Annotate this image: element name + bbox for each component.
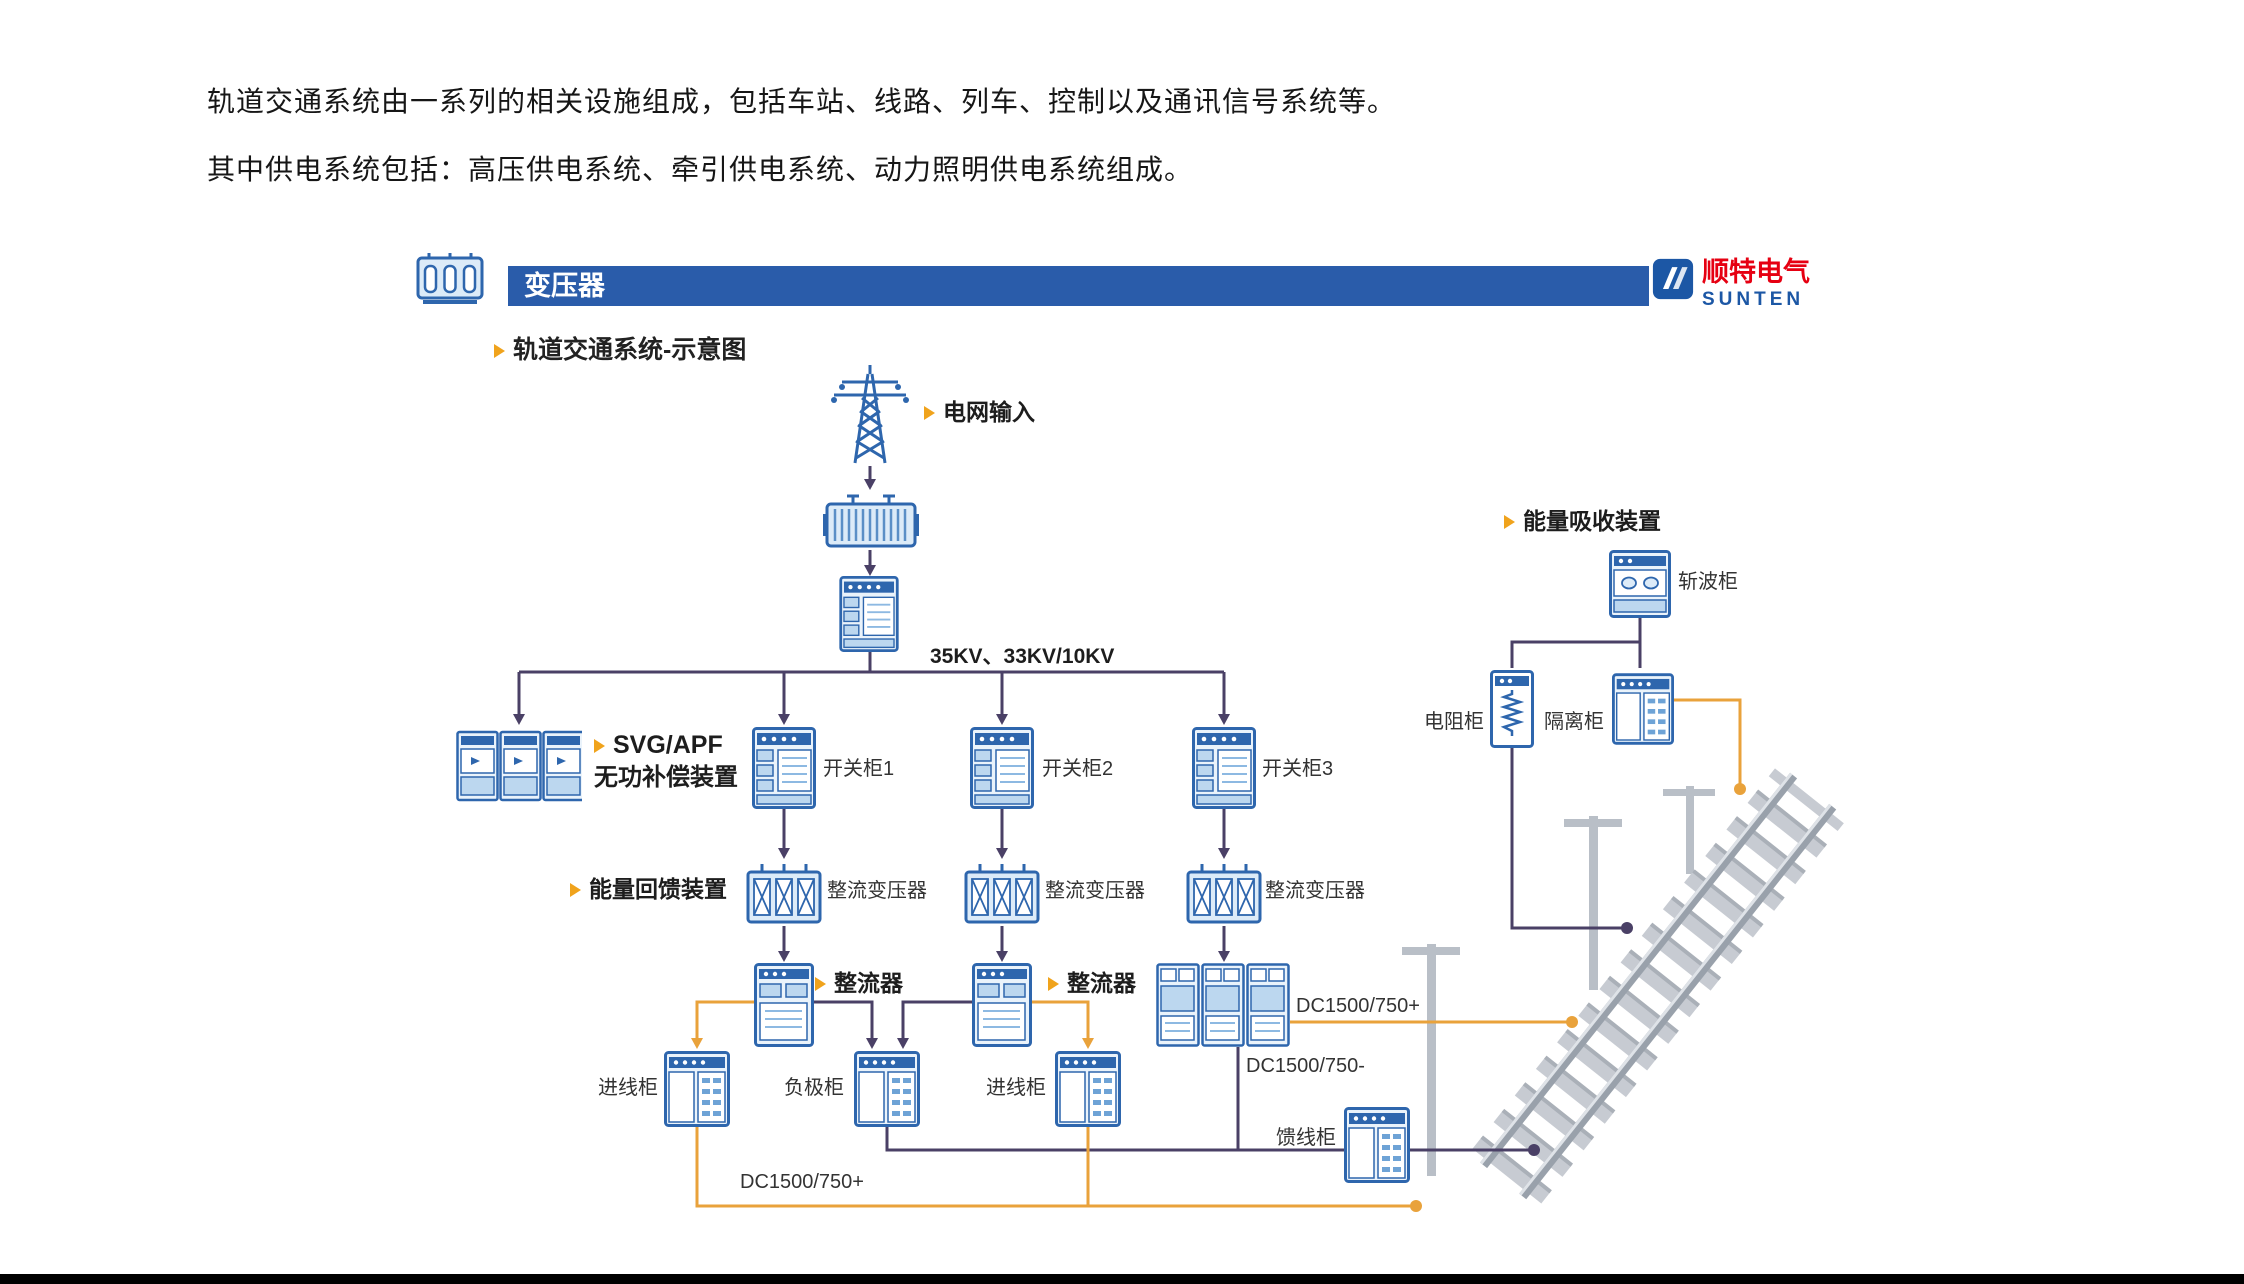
energy-absorb-text: 能量吸收装置 <box>1523 508 1661 534</box>
voltage-label: 35KV、33KV/10KV <box>930 645 1115 668</box>
switch-cabinet-3-label: 开关柜3 <box>1262 758 1334 780</box>
railway-track <box>1472 768 1844 1204</box>
svg-apf-text: SVG/APF <box>613 731 723 759</box>
rectifier-2-icon <box>972 963 1032 1047</box>
rectifier-1-icon <box>754 963 814 1047</box>
incoming-cabinet-1-icon <box>664 1051 730 1127</box>
intro-line-2: 其中供电系统包括：高压供电系统、牵引供电系统、动力照明供电系统组成。 <box>207 154 1194 185</box>
svg-apf-label: SVG/APF 无功补偿装置 <box>594 730 738 793</box>
catenary-poles <box>1402 786 1715 1176</box>
grid-input-label: 电网输入 <box>924 399 1035 427</box>
diagram-subtitle-text: 轨道交通系统-示意图 <box>513 336 747 364</box>
purple-arrowheads <box>513 479 1230 1049</box>
dc-plus-right-label: DC1500/750+ <box>1296 995 1420 1017</box>
main-transformer-icon <box>823 492 919 550</box>
incoming-cabinet-2-icon <box>1055 1051 1121 1127</box>
switch-cabinet-1-label: 开关柜1 <box>823 758 895 780</box>
dc-plus-bottom-label: DC1500/750+ <box>740 1171 864 1193</box>
energy-feedback-label: 能量回馈装置 <box>570 876 727 904</box>
chopper-cabinet-icon <box>1609 550 1671 618</box>
incoming-cabinet-2-label: 进线柜 <box>986 1077 1046 1099</box>
power-tower-icon <box>822 362 918 466</box>
arrow-marker-icon <box>1048 977 1059 991</box>
rectifier-transformer-3-label: 整流变压器 <box>1265 880 1365 902</box>
energy-absorb-label: 能量吸收装置 <box>1504 508 1661 536</box>
brand-name-cn: 顺特电气 <box>1702 257 1810 287</box>
rectifier-2-label: 整流器 <box>1048 970 1136 998</box>
intro-line-1: 轨道交通系统由一系列的相关设施组成，包括车站、线路、列车、控制以及通讯信号系统等… <box>207 86 1397 117</box>
incoming-cabinet-1-label: 进线柜 <box>598 1077 658 1099</box>
bottom-edge-bar <box>0 1274 2244 1284</box>
arrow-marker-icon <box>570 883 581 897</box>
isolation-cabinet-label: 隔离柜 <box>1544 711 1604 733</box>
resistor-cabinet-icon <box>1490 670 1534 748</box>
rectifier-2-text: 整流器 <box>1067 970 1136 996</box>
arrow-marker-icon <box>594 739 605 753</box>
switch-cabinet-3-icon <box>1192 727 1256 809</box>
chopper-cabinet-label: 斩波柜 <box>1678 571 1738 593</box>
rectifier-transformer-2-icon <box>964 860 1040 926</box>
negative-cabinet-label: 负极柜 <box>784 1077 844 1099</box>
switch-cabinet-1-icon <box>752 727 816 809</box>
svg-apf-sub-text: 无功补偿装置 <box>594 764 738 791</box>
arrow-marker-icon <box>1504 515 1515 529</box>
rectifier-transformer-1-label: 整流变压器 <box>827 880 927 902</box>
rectifier-transformer-3-icon <box>1186 860 1262 926</box>
sunten-logo: 顺特电气 SUNTEN <box>1652 257 1810 312</box>
orange-wires <box>695 698 1742 1208</box>
junction-dots <box>1410 783 1746 1212</box>
rectifier-1-text: 整流器 <box>834 970 903 996</box>
arrow-marker-icon <box>815 977 826 991</box>
arrow-marker-icon <box>924 406 935 420</box>
orange-arrowheads <box>691 1038 1094 1049</box>
feeder-cabinet-icon <box>1344 1106 1410 1184</box>
arrow-marker-icon <box>494 344 505 358</box>
switch-cabinet-2-icon <box>970 727 1034 809</box>
purple-wires <box>517 466 1642 1152</box>
isolation-cabinet-icon <box>1612 670 1674 748</box>
energy-feedback-text: 能量回馈装置 <box>589 876 727 902</box>
sunten-emblem-icon <box>1652 258 1694 300</box>
negative-cabinet-icon <box>854 1051 920 1127</box>
rectifier-1-label: 整流器 <box>815 970 903 998</box>
section-header-bar: 变压器 <box>508 266 1649 306</box>
section-title: 变压器 <box>524 271 605 301</box>
feeder-cabinet-label: 馈线柜 <box>1276 1127 1336 1149</box>
transformer-icon <box>415 250 485 311</box>
dc-minus-label: DC1500/750- <box>1246 1055 1365 1077</box>
resistor-cabinet-label: 电阻柜 <box>1424 711 1484 733</box>
switch-cabinet-2-label: 开关柜2 <box>1042 758 1114 780</box>
diagram-subtitle: 轨道交通系统-示意图 <box>494 330 746 366</box>
rectifier-transformer-2-label: 整流变压器 <box>1045 880 1145 902</box>
rectifier-transformer-1-icon <box>746 860 822 926</box>
grid-input-text: 电网输入 <box>943 399 1035 425</box>
brand-name-en: SUNTEN <box>1702 288 1805 310</box>
hv-switchgear-icon <box>836 576 902 652</box>
svg-apf-cabinet-icon <box>456 727 582 803</box>
rectifier-group-icon <box>1156 963 1290 1047</box>
